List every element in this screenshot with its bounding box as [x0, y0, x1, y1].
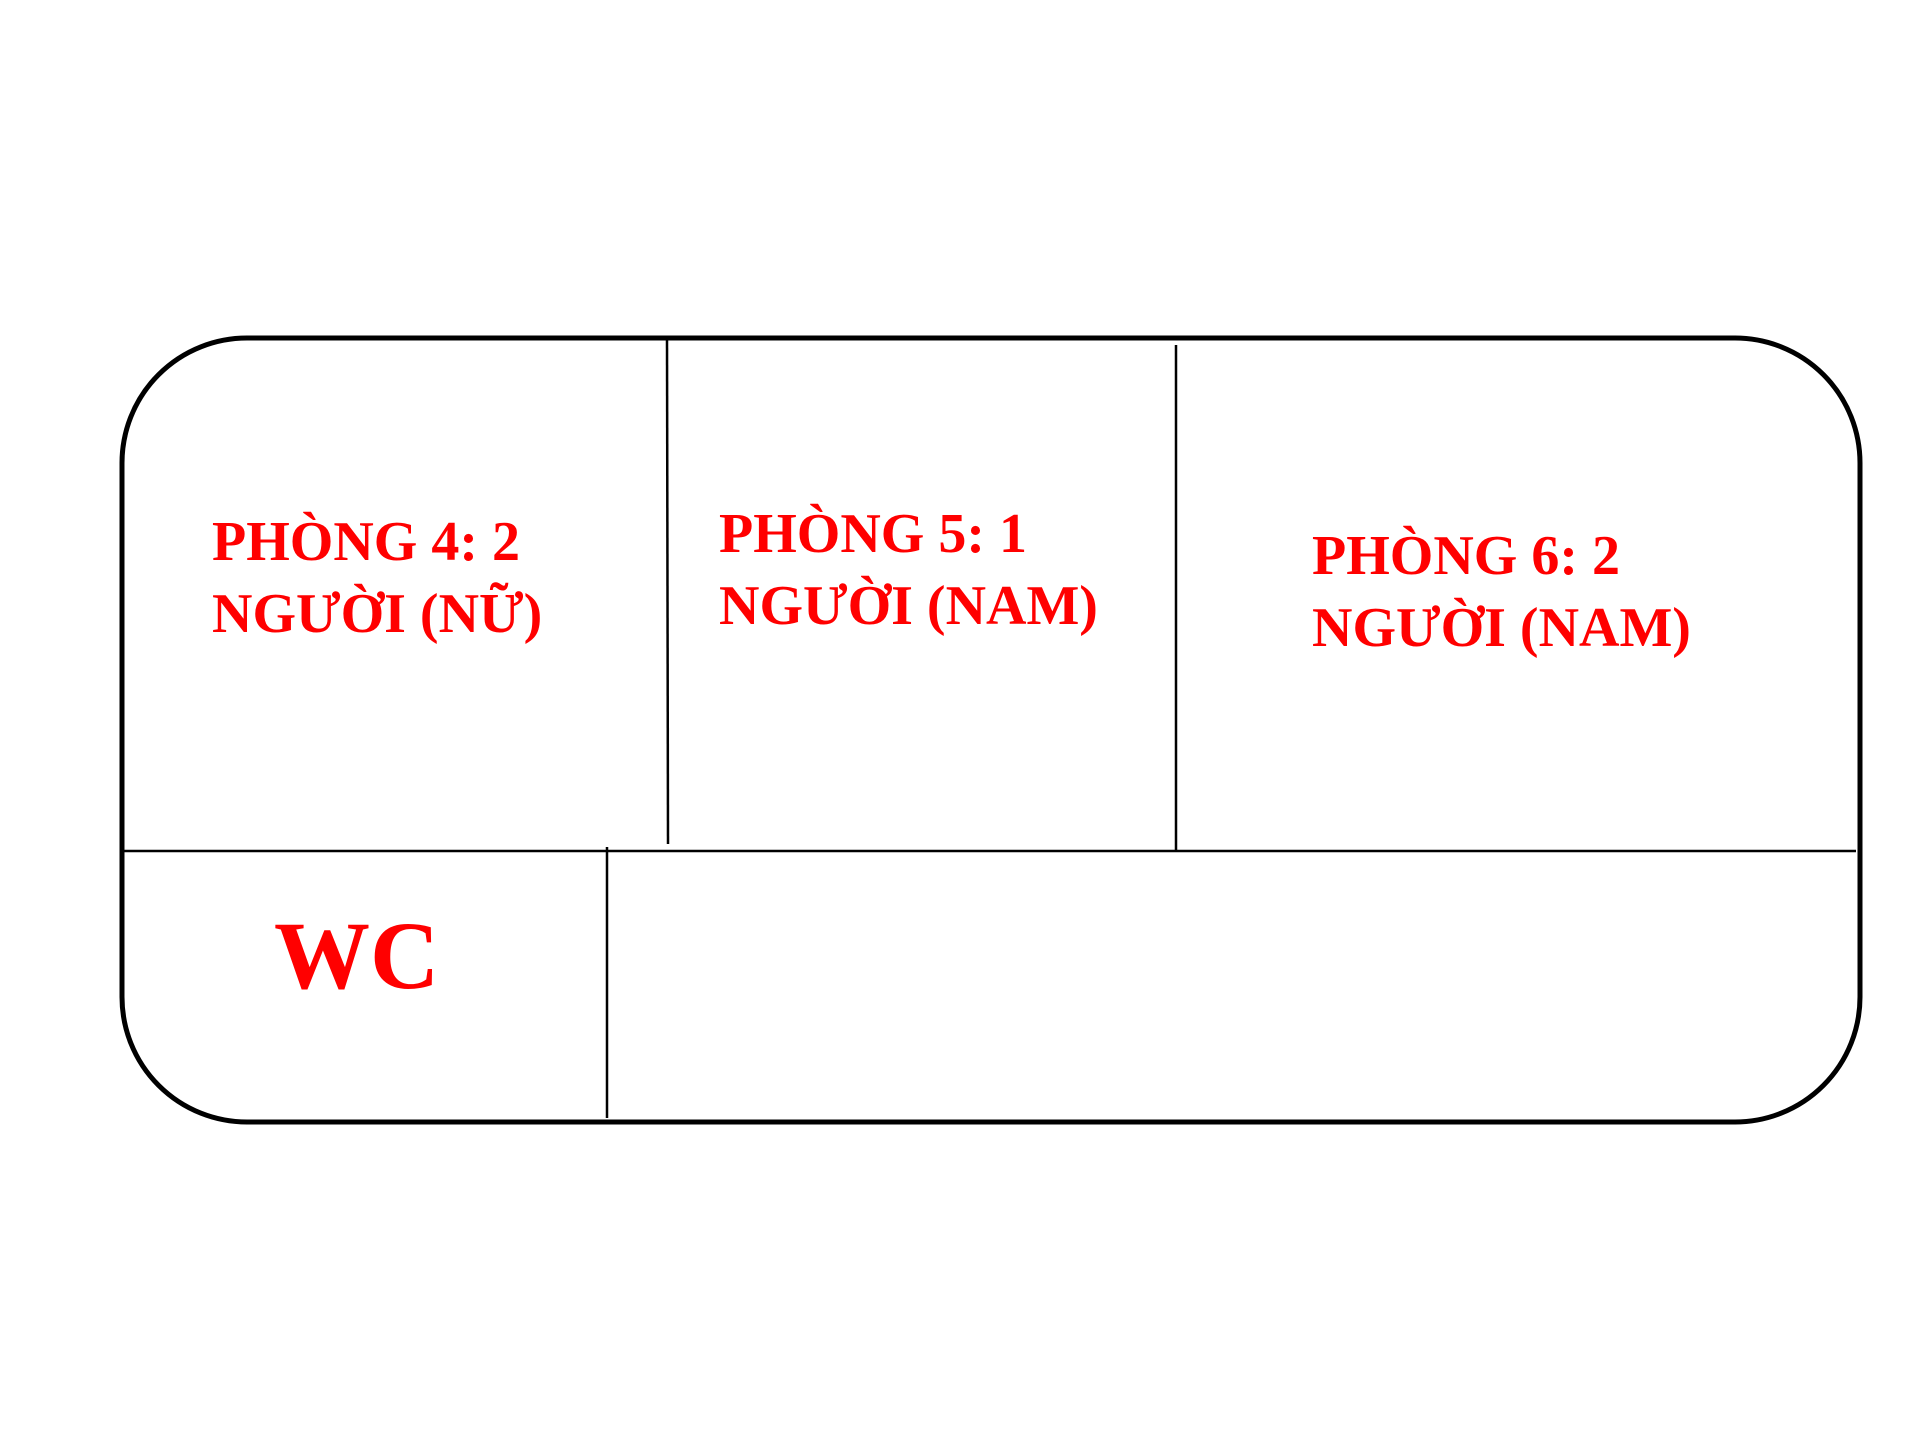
room-4-occupants: NGƯỜI (NỮ) — [212, 583, 543, 645]
room-4-label: PHÒNG 4: 2 NGƯỜI (NỮ) — [212, 506, 542, 650]
room-5-occupants: NGƯỜI (NAM) — [719, 575, 1098, 637]
room-4-title: PHÒNG 4: 2 — [212, 511, 520, 573]
room-6-occupants: NGƯỜI (NAM) — [1312, 597, 1691, 659]
wc-label: WC — [274, 902, 440, 1009]
building-outline — [119, 335, 1863, 1125]
room-6-title: PHÒNG 6: 2 — [1312, 525, 1620, 587]
wall-room4-room5 — [665, 339, 670, 845]
room-6-label: PHÒNG 6: 2 NGƯỜI (NAM) — [1312, 520, 1691, 664]
room-5-label: PHÒNG 5: 1 NGƯỜI (NAM) — [719, 498, 1098, 642]
room-5-title: PHÒNG 5: 1 — [719, 503, 1027, 565]
